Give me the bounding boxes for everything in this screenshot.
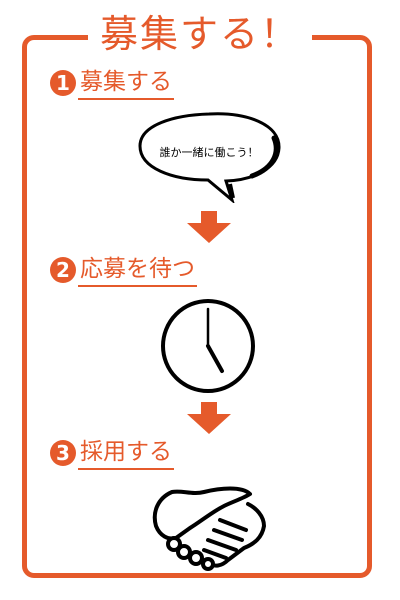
speech-bubble-text: 誰か一緒に働こう！ [159, 146, 259, 159]
handshake-icon [152, 486, 266, 571]
speech-bubble-icon: 誰か一緒に働こう！ [134, 108, 284, 205]
step-1-number: 1 [50, 70, 76, 96]
page-title: 募集する！ [87, 10, 312, 58]
down-arrow-icon [187, 211, 231, 243]
title-container: 募集する！ [0, 10, 400, 58]
step-2: 2 応募を待つ [50, 254, 197, 287]
step-3-number: 3 [50, 440, 76, 466]
step-1: 1 募集する [50, 67, 174, 100]
step-2-number: 2 [50, 257, 76, 283]
step-1-label: 募集する [78, 67, 174, 100]
step-3-label: 採用する [78, 437, 174, 470]
step-3: 3 採用する [50, 437, 174, 470]
clock-icon [161, 299, 255, 393]
step-2-label: 応募を待つ [78, 254, 197, 287]
down-arrow-icon [187, 402, 231, 434]
